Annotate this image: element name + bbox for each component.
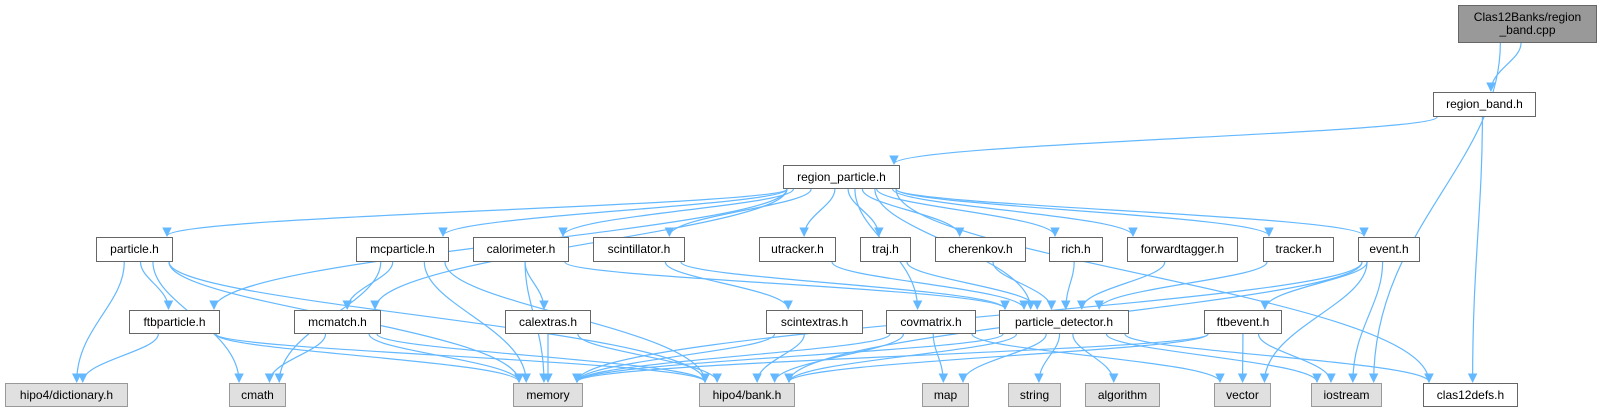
node-region-particle[interactable]: region_particle.h [783,165,900,189]
node-rich[interactable]: rich.h [1049,237,1103,262]
edge-ftbevent-to-memory [572,333,1209,383]
edge-utracker-to-particle_detector [831,261,1029,310]
edge-ftbevent-to-bank [784,333,1209,383]
edge-traj-to-particle_detector [906,261,1042,310]
node-utracker[interactable]: utracker.h [759,237,836,262]
edge-particle-to-ftbparticle [139,261,174,310]
edge-mcmatch-to-bank [376,333,710,383]
edge-region_particle-to-rich [876,188,1060,237]
edge-particle_detector-to-string [1034,333,1061,383]
edge-event-to-vector [1259,261,1368,383]
edge-ftbevent-to-iostream [1257,333,1336,383]
edge-region_particle-to-cherenkov [861,188,965,237]
node-string: string [1008,383,1061,407]
node-traj[interactable]: traj.h [860,237,911,262]
edge-scintillator-to-particle_detector [680,261,1010,310]
edge-covmatrix-to-memory [572,333,891,383]
edge-mcmatch-to-memory [368,333,524,383]
edge-mcparticle-to-memory [423,261,531,383]
node-vector: vector [1214,383,1271,407]
node-cpp[interactable]: Clas12Banks/region _band.cpp [1458,5,1597,43]
edge-event-to-ftbevent [1260,261,1368,310]
node-clas12defs[interactable]: clas12defs.h [1423,383,1518,407]
edge-particle_detector-to-algorithm [1072,333,1119,383]
edge-particle-to-dictionary [71,261,125,383]
edge-region_band-to-clas12defs [1467,116,1483,383]
edge-cherenkov-to-particle_detector [992,261,1057,310]
node-mcparticle[interactable]: mcparticle.h [356,237,449,262]
node-calextras[interactable]: calextras.h [505,310,591,334]
edge-cpp-to-region_band [1486,42,1522,92]
node-calorimeter[interactable]: calorimeter.h [473,237,569,262]
edge-particle_detector-to-iostream [1105,333,1322,383]
edge-region_particle-to-forwardtagger [892,188,1138,237]
node-dictionary: hipo4/dictionary.h [5,383,128,407]
node-scintillator[interactable]: scintillator.h [593,237,685,262]
edge-mcmatch-to-cmath [264,333,327,383]
edge-scintillator-to-scintextras [664,261,793,310]
edge-event-to-iostream [1348,261,1384,383]
node-particle[interactable]: particle.h [96,237,173,262]
node-event[interactable]: event.h [1358,237,1420,262]
node-tracker[interactable]: tracker.h [1263,237,1334,262]
edge-region_band-to-region_particle [889,116,1438,165]
edge-calorimeter-to-particle_detector [564,261,1010,310]
edge-ftbparticle-to-bank [215,333,710,383]
node-memory: memory [513,383,583,407]
edge-calextras-to-bank [577,333,722,383]
node-bank: hipo4/bank.h [699,383,795,407]
edge-scintextras-to-memory [572,333,776,383]
edge-region_particle-to-utracker [799,188,836,237]
edge-particle_detector-to-clas12defs [1124,333,1434,383]
node-mcmatch[interactable]: mcmatch.h [294,310,381,334]
edge-region_particle-to-tracker [895,188,1274,237]
node-algorithm: algorithm [1085,383,1160,407]
node-cherenkov[interactable]: cherenkov.h [935,237,1026,262]
node-region-band[interactable]: region_band.h [1433,92,1536,117]
edge-calorimeter-to-calextras [524,261,549,310]
node-cmath: cmath [229,383,286,407]
node-ftbevent[interactable]: ftbevent.h [1204,310,1282,334]
node-scintextras[interactable]: scintextras.h [766,310,863,334]
node-iostream: iostream [1311,383,1382,407]
edge-tracker-to-particle_detector [1094,261,1268,310]
edge-forwardtagger-to-particle_detector [1077,261,1166,310]
edge-rich-to-particle_detector [1061,261,1075,310]
edge-particle-to-bank [168,261,710,383]
edge-region_particle-to-calorimeter [558,188,795,237]
node-forwardtagger[interactable]: forwardtagger.h [1127,237,1238,262]
node-map: map [922,383,969,407]
edge-particle_detector-to-memory [572,333,1004,383]
edge-ftbparticle-to-dictionary [77,333,159,383]
edge-region_particle-to-traj [847,188,884,237]
edge-covmatrix-to-map [932,333,949,383]
edge-region_particle-to-mcparticle [438,188,788,237]
edge-covmatrix-to-bank [769,333,904,383]
node-covmatrix[interactable]: covmatrix.h [886,310,976,334]
edge-mcparticle-to-mcmatch [342,261,394,310]
edge-region_particle-to-scintillator [664,188,812,237]
edge-cpp-to-iostream [1368,42,1501,383]
edge-region_particle-to-event [895,188,1369,237]
edge-region_particle-to-clas12defs [895,188,1434,383]
node-ftbparticle[interactable]: ftbparticle.h [129,310,220,334]
edge-ftbparticle-to-memory [215,333,524,383]
node-particle-detector[interactable]: particle_detector.h [999,310,1129,334]
edge-scintextras-to-bank [752,333,805,383]
edge-region_particle-to-particle [162,188,788,237]
